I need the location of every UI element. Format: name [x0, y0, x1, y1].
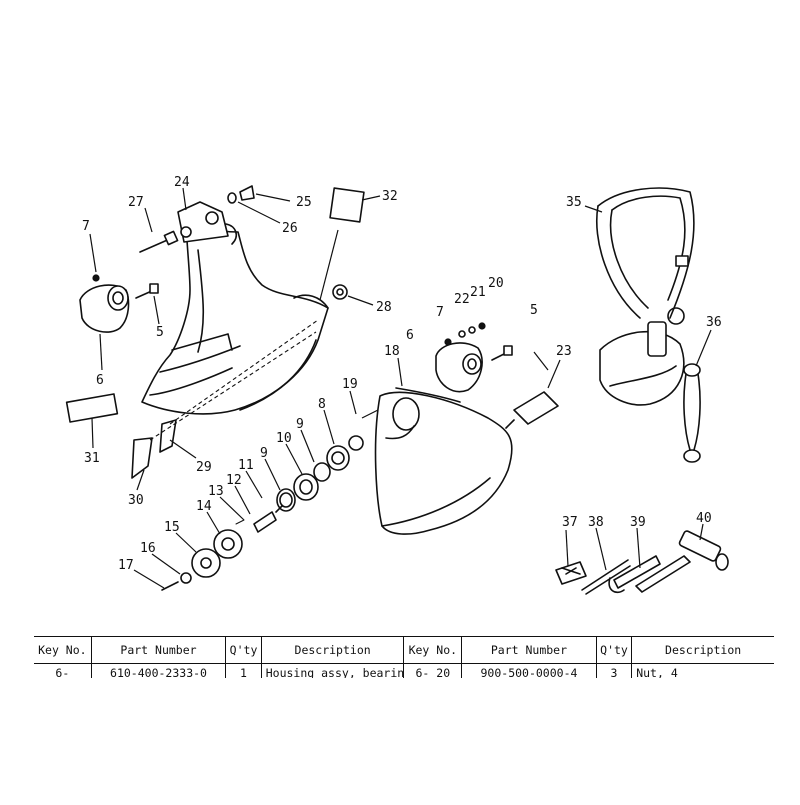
header-key-no-2: Key No. — [403, 636, 462, 664]
bearing-stack-drawing — [161, 435, 364, 591]
callout-20: 20 — [488, 276, 504, 291]
callout-12: 12 — [226, 473, 242, 488]
callout-labels: 24 27 25 32 26 7 5 6 28 35 31 29 30 22 2… — [82, 175, 722, 573]
callout-19: 19 — [342, 377, 358, 392]
table-row: 6- 610-400-2333-0 1 Housing assy, bearin… — [34, 663, 774, 678]
callout-13: 13 — [208, 484, 224, 499]
callout-17: 17 — [118, 558, 134, 573]
callout-28: 28 — [376, 300, 392, 315]
callout-32: 32 — [382, 189, 398, 204]
header-part-number: Part Number — [90, 636, 226, 664]
cell-description-2: Nut, 4 — [631, 663, 774, 678]
callout-8: 8 — [318, 397, 326, 412]
header-part-number-2: Part Number — [461, 636, 597, 664]
callout-15: 15 — [164, 520, 180, 535]
callout-5-left: 5 — [156, 325, 164, 340]
callout-27: 27 — [128, 195, 144, 210]
callout-10: 10 — [276, 431, 292, 446]
bearing-housing-6-right-drawing — [435, 322, 513, 393]
callout-38: 38 — [588, 515, 604, 530]
callout-40: 40 — [696, 511, 712, 526]
callout-22: 22 — [454, 292, 470, 307]
header-qty-2: Q'ty — [595, 636, 632, 664]
guard-housing-drawing — [141, 201, 329, 415]
callout-31: 31 — [84, 451, 100, 466]
cell-part-number: 610-400-2333-0 — [90, 663, 226, 678]
callout-30: 30 — [128, 493, 144, 508]
callout-26: 26 — [282, 221, 298, 236]
guard-cover-18-drawing — [361, 387, 513, 535]
callout-23: 23 — [556, 344, 572, 359]
bearing-housing-6-left-drawing — [79, 274, 159, 333]
nut-28-drawing — [332, 284, 348, 300]
callout-9-upper: 9 — [296, 417, 304, 432]
parts-list-table: Key No. Part Number Q'ty Description Key… — [34, 636, 774, 678]
callout-21: 21 — [470, 285, 486, 300]
header-description: Description — [260, 636, 404, 664]
table-header-row: Key No. Part Number Q'ty Description Key… — [34, 636, 774, 664]
callout-36: 36 — [706, 315, 722, 330]
callout-7-right: 7 — [436, 305, 444, 320]
callout-35: 35 — [566, 195, 582, 210]
hook-36-drawing — [683, 363, 701, 463]
callout-16: 16 — [140, 541, 156, 556]
callout-39: 39 — [630, 515, 646, 530]
cell-qty: 1 — [225, 663, 262, 678]
header-key-no: Key No. — [34, 636, 92, 664]
callout-25: 25 — [296, 195, 312, 210]
header-description-2: Description — [631, 636, 774, 664]
header-qty: Q'ty — [225, 636, 262, 664]
cell-key-no: 6- — [55, 666, 70, 678]
callout-6-right: 6 — [406, 328, 414, 343]
cell-description: Housing assy, bearing — [260, 663, 404, 678]
leader-lines — [89, 187, 712, 589]
callout-9-lower: 9 — [260, 446, 268, 461]
callout-24: 24 — [174, 175, 190, 190]
washer-26-drawing — [227, 185, 255, 204]
cell-part-number-2: 900-500-0000-4 — [461, 663, 597, 678]
callout-11: 11 — [238, 458, 254, 473]
bolt-27-drawing — [139, 230, 179, 253]
callout-6-left: 6 — [96, 373, 104, 388]
callout-7-left: 7 — [82, 219, 90, 234]
cell-key-no-2: 6- 20 — [403, 663, 462, 678]
callout-29: 29 — [196, 460, 212, 475]
tools-drawing — [555, 530, 729, 595]
label-32-drawing — [329, 187, 365, 223]
callout-18: 18 — [384, 344, 400, 359]
label-31-drawing — [65, 393, 119, 423]
callout-37: 37 — [562, 515, 578, 530]
grip-23-drawing — [505, 391, 559, 429]
shoulder-harness-35-drawing — [596, 187, 695, 406]
callout-14: 14 — [196, 499, 212, 514]
cell-qty-2: 3 — [595, 663, 632, 678]
callout-5-right: 5 — [530, 303, 538, 318]
bracket-29-30-drawing — [131, 319, 319, 479]
